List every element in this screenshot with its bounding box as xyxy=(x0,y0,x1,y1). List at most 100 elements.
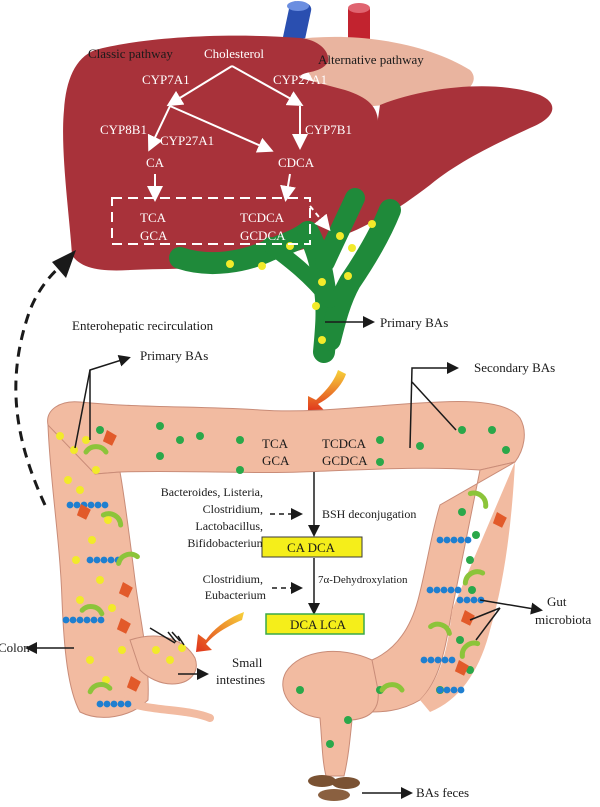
intestines-label: intestines xyxy=(216,672,265,687)
primary-bile-acid-dot xyxy=(82,436,90,444)
secondary-bile-acid-dot xyxy=(456,636,464,644)
wedge-bacterium xyxy=(116,617,131,634)
secondary-bile-acid-dot xyxy=(466,556,474,564)
rod-bacterium xyxy=(462,569,486,586)
bile-acid-dot xyxy=(368,220,376,228)
conjugated-box xyxy=(111,197,311,245)
rod-bacterium xyxy=(459,640,481,659)
bsh-label: BSH deconjugation xyxy=(322,507,416,521)
dca-lca-label: DCA LCA xyxy=(290,617,347,632)
cdca-label: CDCA xyxy=(278,155,315,170)
secondary-bile-acid-dot xyxy=(376,458,384,466)
colon-gca-label: GCA xyxy=(262,453,290,468)
primary-bas-right-label: Primary BAs xyxy=(380,315,448,330)
bacteria-list-1: Bacteroides, Listeria, Clostridium, Lact… xyxy=(161,485,267,550)
bacteria-chain-cell xyxy=(447,586,455,594)
bacteria-2-line-2: Eubacterium xyxy=(205,588,267,602)
bile-acid-dot xyxy=(318,336,326,344)
gcdca-label: GCDCA xyxy=(240,228,286,243)
gut-bacteria xyxy=(76,429,507,695)
bacteria-chain-cell xyxy=(470,596,478,604)
feces-1 xyxy=(308,775,336,787)
bacteria-chain-cell xyxy=(450,686,458,694)
ca-dca-label: CA DCA xyxy=(287,540,336,555)
bacteria-chain-cell xyxy=(87,501,95,509)
secondary-bile-acid-dot xyxy=(468,586,476,594)
secondary-bile-acid-dot xyxy=(156,422,164,430)
tcdca-label: TCDCA xyxy=(240,210,285,225)
wedge-bacterium xyxy=(102,429,117,446)
bacteria-chain-cell xyxy=(426,586,434,594)
ca-dca-box xyxy=(261,536,363,558)
secondary-bile-acid-dot xyxy=(236,436,244,444)
bacteria-chain-cell xyxy=(103,700,111,708)
wedge-bacterium xyxy=(76,503,91,520)
bacteria-list-2: Clostridium, Eubacterium xyxy=(203,572,267,602)
rod-bacterium xyxy=(379,682,405,693)
secondary-bile-acid-dot xyxy=(466,666,474,674)
bacteria-chain-cell xyxy=(457,686,465,694)
colon-tca-label: TCA xyxy=(262,436,289,451)
tca-label: TCA xyxy=(140,210,167,225)
bacteria-chain-cell xyxy=(100,556,108,564)
bacteria-chain-cell xyxy=(440,586,448,594)
ileocecal-marker xyxy=(149,627,185,646)
bacteria-chain-cell xyxy=(101,501,109,509)
primary-bile-acid-dot xyxy=(166,656,174,664)
cyp7b1-label: CYP7B1 xyxy=(305,122,352,137)
colon-label: Colon xyxy=(0,640,30,655)
bile-acid-dot xyxy=(318,278,326,286)
bacteria-chain-cell xyxy=(448,656,456,664)
flow-arrow-liver-to-colon xyxy=(308,370,346,412)
bacteria-chain-cell xyxy=(463,596,471,604)
bacteria-chain-cell xyxy=(62,616,70,624)
rod-bacterium xyxy=(428,621,452,636)
bacteria-chain-cell xyxy=(441,656,449,664)
rectum xyxy=(282,650,379,777)
liver-pathway: Classic pathway Alternative pathway Chol… xyxy=(88,46,424,245)
outer-labels: Primary BAs Secondary BAs Gut microbiota… xyxy=(0,348,592,800)
bacteria-1-line-2: Clostridium, xyxy=(203,502,263,516)
bacteria-chain-cell xyxy=(436,686,444,694)
gca-label: GCA xyxy=(140,228,168,243)
secondary-bile-acid-dot xyxy=(376,436,384,444)
secondary-bile-acid-dot xyxy=(296,686,304,694)
rod-bacterium xyxy=(100,511,124,528)
bacteria-chain-cell xyxy=(83,616,91,624)
primary-bile-acid-dot xyxy=(96,576,104,584)
classic-pathway-label: Classic pathway xyxy=(88,46,173,61)
bacteria-1-line-1: Bacteroides, Listeria, xyxy=(161,485,263,499)
bacteria-chain-cell xyxy=(434,656,442,664)
hepatic-artery-vessel xyxy=(348,4,370,48)
secondary-bile-acid-dot xyxy=(156,452,164,460)
wedge-bacterium xyxy=(492,511,507,528)
bacteria-chain-cell xyxy=(124,700,132,708)
bacteria-chain-cell xyxy=(443,686,451,694)
ca-label: CA xyxy=(146,155,165,170)
secondary-bile-acid-dot xyxy=(236,466,244,474)
primary-bile-acid-dot xyxy=(104,516,112,524)
secondary-bile-acid-dot xyxy=(96,426,104,434)
rod-bacterium xyxy=(83,444,109,455)
bile-acid-dot xyxy=(344,272,352,280)
colon-center: TCA GCA TCDCA GCDCA Bacteroides, Listeri… xyxy=(161,436,416,635)
secondary-bile-acid-dot xyxy=(176,436,184,444)
dehydroxylation-label: 7α-Dehydroxylation xyxy=(318,574,408,586)
microbiota-label: microbiota xyxy=(535,612,592,627)
recirculation-arrow: Enterohepatic recirculation xyxy=(14,250,214,506)
bacteria-chain-cell xyxy=(427,656,435,664)
bacteria-2-line-1: Clostridium, xyxy=(203,572,263,586)
bacteria-1-line-4: Bifidobacterium xyxy=(187,536,266,550)
enterohepatic-label: Enterohepatic recirculation xyxy=(72,318,214,333)
bacteria-chain-cell xyxy=(436,536,444,544)
feces-2 xyxy=(332,777,360,789)
bacteria-chain-cell xyxy=(97,616,105,624)
primary-bas-left-label: Primary BAs xyxy=(140,348,208,363)
bacteria-chain-cell xyxy=(76,616,84,624)
flow-arrow-small-intestine xyxy=(196,612,244,652)
primary-bile-acid-dot xyxy=(152,646,160,654)
bacteria-chain-cell xyxy=(456,596,464,604)
cyp8b1-label: CYP8B1 xyxy=(100,122,147,137)
small-label: Small xyxy=(232,655,263,670)
